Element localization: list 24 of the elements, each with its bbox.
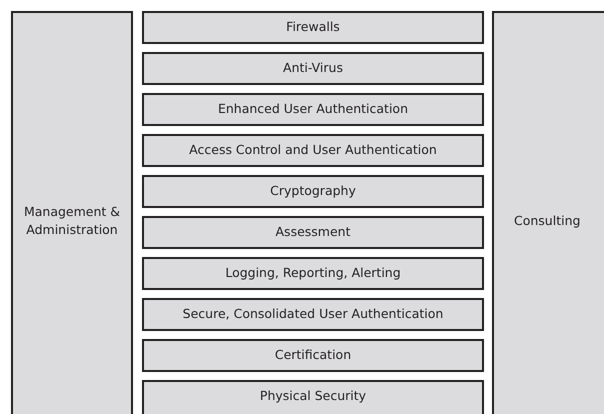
layer-box — [142, 175, 484, 208]
layer-label: Certification — [274, 346, 352, 364]
layer-label: Firewalls — [286, 18, 340, 36]
layer-box — [142, 298, 484, 331]
layer-box — [142, 257, 484, 290]
layer-label: Logging, Reporting, Alerting — [225, 264, 401, 282]
side-panel — [11, 11, 133, 414]
layer-label: Consulting — [514, 212, 580, 230]
layer-box — [142, 11, 484, 44]
side-panel — [492, 11, 604, 414]
layer-label: Physical Security — [260, 387, 366, 405]
layer-label: Access Control and User Authentication — [189, 141, 437, 160]
layer-box — [142, 216, 484, 249]
layer-label: Cryptography — [270, 182, 356, 200]
layer-label: Assessment — [276, 223, 350, 242]
layer-box — [142, 134, 484, 167]
layer-box — [142, 93, 484, 126]
layer-box — [142, 339, 484, 372]
layer-box — [142, 52, 484, 85]
layer-label: Anti-Virus — [283, 59, 343, 78]
layer-label: Enhanced User Authentication — [218, 100, 408, 118]
layer-label: Secure, Consolidated User Authentication — [182, 305, 444, 324]
layer-box — [142, 380, 484, 414]
layer-label: Management & Administration — [22, 202, 122, 239]
